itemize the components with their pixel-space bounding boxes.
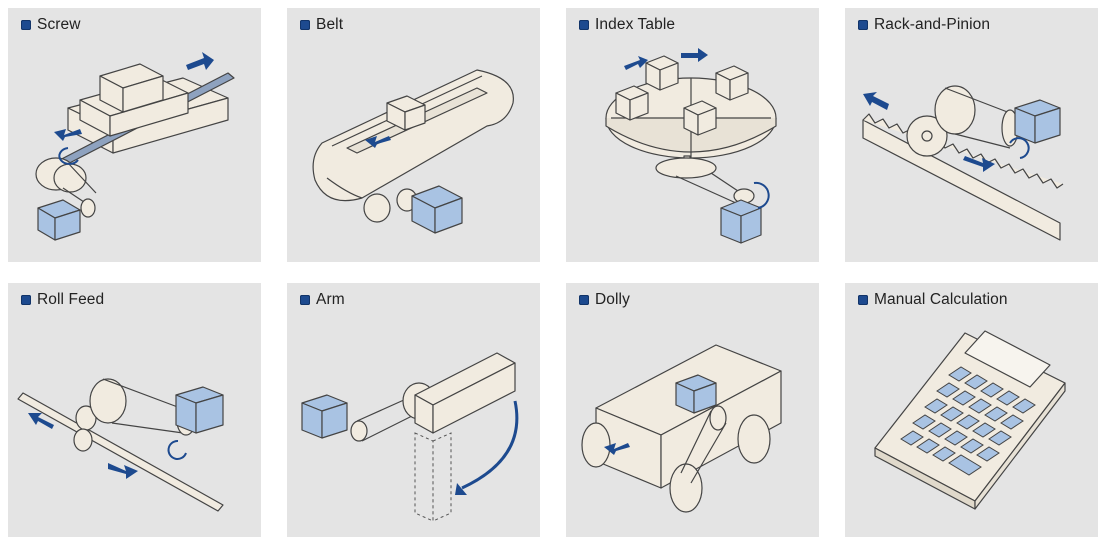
bullet-icon [579,20,589,30]
tile-header: Index Table [579,16,675,34]
tile-label: Arm [316,291,345,308]
bullet-icon [858,20,868,30]
belt-conveyor-icon [287,8,540,262]
screw-mechanism-icon [8,8,261,262]
tile-header: Rack-and-Pinion [858,16,990,34]
bullet-icon [858,295,868,305]
mechanism-tile-rack-and-pinion[interactable]: Rack-and-Pinion [845,8,1098,262]
mechanism-tile-roll-feed[interactable]: Roll Feed [8,283,261,537]
arm-mechanism-icon [287,283,540,537]
mechanism-tile-manual-calculation[interactable]: Manual Calculation [845,283,1098,537]
tile-label: Belt [316,16,344,33]
tile-header: Belt [300,16,343,34]
mechanism-tile-dolly[interactable]: Dolly [566,283,819,537]
bullet-icon [300,20,310,30]
tile-header: Manual Calculation [858,291,1008,309]
tile-label: Screw [37,16,81,33]
mechanism-tile-index-table[interactable]: Index Table [566,8,819,262]
mechanism-tile-screw[interactable]: Screw [8,8,261,262]
bullet-icon [579,295,589,305]
tile-label: Manual Calculation [874,291,1008,308]
tile-header: Dolly [579,291,630,309]
tile-label: Dolly [595,291,630,308]
tile-label: Index Table [595,16,676,33]
tile-header: Arm [300,291,345,309]
calculator-icon [845,283,1098,537]
bullet-icon [21,20,31,30]
tile-label: Rack-and-Pinion [874,16,991,33]
index-table-icon [566,8,819,262]
dolly-icon [566,283,819,537]
tile-header: Screw [21,16,81,34]
rack-and-pinion-icon [845,8,1098,262]
roll-feed-icon [8,283,261,537]
bullet-icon [300,295,310,305]
tile-header: Roll Feed [21,291,104,309]
bullet-icon [21,295,31,305]
mechanism-selection-grid: Screw [8,8,1098,537]
mechanism-tile-belt[interactable]: Belt [287,8,540,262]
mechanism-tile-arm[interactable]: Arm [287,283,540,537]
tile-label: Roll Feed [37,291,105,308]
